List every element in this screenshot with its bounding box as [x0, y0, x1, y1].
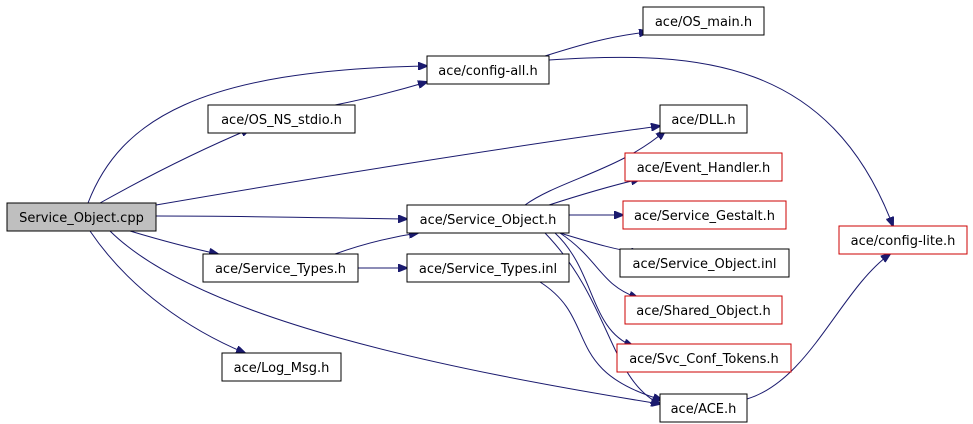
node-log-msg[interactable]: ace/Log_Msg.h — [221, 352, 342, 382]
node-config-all[interactable]: ace/config-all.h — [426, 55, 550, 85]
node-dll[interactable]: ace/DLL.h — [659, 104, 748, 134]
node-svc-conf-tokens[interactable]: ace/Svc_Conf_Tokens.h — [616, 343, 792, 373]
node-ace-h[interactable]: ace/ACE.h — [659, 393, 748, 423]
node-service-object-cpp: Service_Object.cpp — [6, 202, 157, 232]
edge-service-object-h-to-shared-object — [559, 232, 638, 298]
node-shared-object[interactable]: ace/Shared_Object.h — [624, 295, 783, 325]
node-service-object-h[interactable]: ace/Service_Object.h — [406, 204, 570, 234]
edge-service-object-cpp-to-os-ns-stdio — [99, 129, 250, 204]
edge-service-object-h-to-svc-conf-tokens — [554, 232, 633, 346]
node-service-gestalt[interactable]: ace/Service_Gestalt.h — [622, 200, 787, 230]
nodes-layer: Service_Object.cpp ace/OS_NS_stdio.h ace/c… — [6, 6, 968, 423]
edge-service-object-cpp-to-config-all — [87, 66, 427, 204]
node-box — [406, 253, 570, 283]
edge-config-all-to-os-main — [544, 32, 648, 57]
node-label: ace/config-lite.h — [851, 234, 956, 249]
node-service-object-inl[interactable]: ace/Service_Object.inl — [619, 248, 790, 278]
edge-service-object-cpp-to-ace-h — [109, 230, 660, 404]
edge-config-all-to-config-lite — [548, 56, 893, 226]
edge-os-ns-stdio-to-config-all — [334, 82, 427, 106]
node-label: ace/Service_Gestalt.h — [634, 209, 775, 224]
node-box — [624, 152, 783, 182]
node-box — [406, 204, 570, 234]
node-box — [659, 393, 748, 423]
node-label: ace/Svc_Conf_Tokens.h — [629, 352, 779, 367]
node-box — [624, 295, 783, 325]
node-box — [616, 343, 792, 373]
node-service-types-inl[interactable]: ace/Service_Types.inl — [406, 253, 570, 283]
edge-service-types-inl-to-ace-h — [539, 281, 662, 400]
node-label: ace/Service_Types.h — [215, 262, 346, 277]
edge-service-object-cpp-to-service-object-h — [155, 216, 407, 219]
node-label: ace/OS_NS_stdio.h — [221, 113, 342, 128]
node-os-ns-stdio[interactable]: ace/OS_NS_stdio.h — [207, 104, 356, 134]
node-box — [619, 248, 790, 278]
node-label: ace/DLL.h — [671, 113, 735, 128]
node-box — [202, 253, 359, 283]
node-label: Service_Object.cpp — [19, 211, 144, 226]
node-os-main[interactable]: ace/OS_main.h — [642, 6, 765, 36]
node-label: ace/Log_Msg.h — [234, 361, 330, 376]
node-box — [207, 104, 356, 134]
node-service-types-h[interactable]: ace/Service_Types.h — [202, 253, 359, 283]
node-label: ace/Service_Object.h — [420, 213, 557, 228]
node-box — [426, 55, 550, 85]
node-box — [622, 200, 787, 230]
node-label: ace/config-all.h — [438, 64, 538, 79]
node-box — [838, 225, 968, 255]
node-config-lite[interactable]: ace/config-lite.h — [838, 225, 968, 255]
edge-ace-h-to-config-lite — [746, 254, 890, 400]
node-label: ace/Service_Types.inl — [419, 262, 557, 277]
edge-service-object-cpp-to-service-types-h — [129, 230, 218, 254]
node-label: ace/ACE.h — [671, 402, 737, 417]
node-label: ace/Event_Handler.h — [637, 161, 771, 176]
node-box — [6, 202, 157, 232]
node-box — [642, 6, 765, 36]
edge-service-object-h-to-dll — [524, 131, 665, 206]
edge-service-object-cpp-to-log-msg — [89, 230, 245, 353]
node-label: ace/Shared_Object.h — [636, 304, 770, 319]
node-box — [659, 104, 748, 134]
edge-service-types-h-to-service-object-h — [334, 233, 418, 255]
edge-service-object-cpp-to-dll — [155, 126, 660, 206]
node-label: ace/Service_Object.inl — [633, 257, 777, 272]
node-label: ace/OS_main.h — [655, 15, 752, 30]
node-box — [221, 352, 342, 382]
node-event-handler[interactable]: ace/Event_Handler.h — [624, 152, 783, 182]
